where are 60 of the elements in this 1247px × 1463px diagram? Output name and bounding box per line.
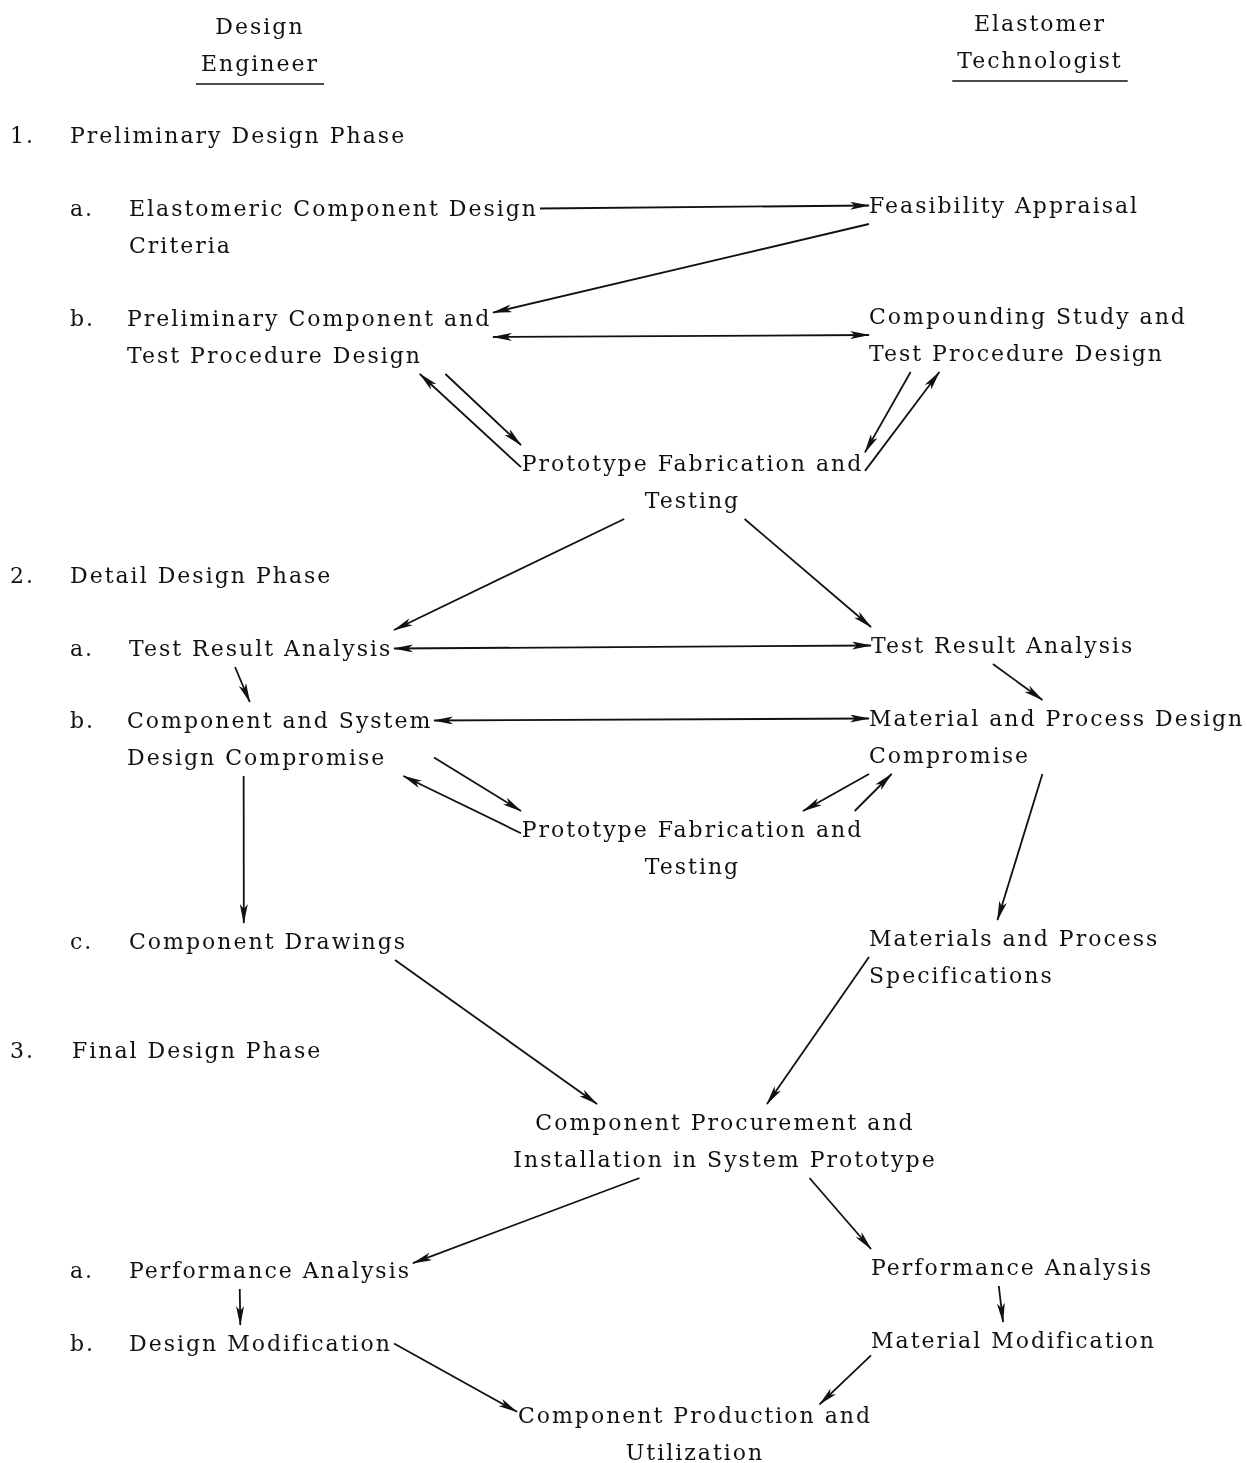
arrow <box>402 775 522 835</box>
arrow <box>393 641 872 653</box>
list-marker: 1. <box>10 122 35 150</box>
list-marker: a. <box>70 1257 95 1285</box>
arrow <box>539 201 870 210</box>
arrow <box>492 331 870 341</box>
column-heading: Design Engineer <box>199 13 321 78</box>
arrow <box>393 1342 518 1413</box>
list-marker: b. <box>70 707 96 735</box>
arrow <box>433 714 870 725</box>
arrow <box>393 518 626 631</box>
list-marker: 2. <box>10 562 35 590</box>
node-text: Material Modification <box>871 1322 1158 1359</box>
node-text: Component Drawings <box>129 923 410 960</box>
node-text: Component Production and Utilization <box>516 1397 874 1463</box>
node-text: Materials and Process Specifications <box>869 920 1162 994</box>
node-text: Prototype Fabrication and Testing <box>520 445 865 519</box>
arrow <box>412 1177 641 1264</box>
list-marker: a. <box>70 635 95 663</box>
arrow <box>743 518 872 628</box>
list-marker: b. <box>70 1330 96 1358</box>
list-marker: a. <box>70 195 95 223</box>
column-heading: Elastomer Technologist <box>956 10 1124 75</box>
arrow <box>996 1285 1005 1323</box>
node-text: Feasibility Appraisal <box>869 187 1142 224</box>
arrow <box>394 959 598 1105</box>
phase-heading: Detail Design Phase <box>70 562 333 590</box>
arrow <box>236 1288 244 1326</box>
arrow <box>864 371 941 472</box>
node-text: Component and System Design Compromise <box>127 702 435 776</box>
arrow <box>433 756 522 812</box>
arrow <box>444 373 522 446</box>
node-text: Design Modification <box>129 1325 395 1362</box>
node-text: Test Result Analysis <box>129 630 395 667</box>
arrow <box>802 773 870 812</box>
phase-heading: Preliminary Design Phase <box>70 122 407 150</box>
node-text: Test Result Analysis <box>871 627 1137 664</box>
phase-heading: Final Design Phase <box>72 1037 323 1065</box>
arrow <box>234 666 251 703</box>
node-text: Material and Process Design Compromise <box>869 700 1247 774</box>
node-text: Compounding Study and Test Procedure Design <box>869 298 1189 372</box>
arrow <box>808 1177 872 1250</box>
arrow <box>818 1354 872 1406</box>
list-marker: c. <box>70 928 94 956</box>
arrow <box>996 773 1044 921</box>
list-marker: 3. <box>10 1037 35 1065</box>
list-marker: b. <box>70 305 96 333</box>
arrow <box>492 223 870 314</box>
arrow <box>766 956 870 1105</box>
node-text: Performance Analysis <box>129 1252 413 1289</box>
node-text: Performance Analysis <box>871 1249 1155 1286</box>
arrow <box>853 773 893 812</box>
node-text: Preliminary Component and Test Procedure Design <box>127 300 494 374</box>
arrow <box>864 371 912 454</box>
node-text: Prototype Fabrication and Testing <box>520 811 865 885</box>
arrow <box>239 775 248 924</box>
node-text: Elastomeric Component Design Criteria <box>129 190 541 264</box>
arrow <box>992 663 1044 701</box>
node-text: Component Procurement and Installation in System Prototype <box>512 1104 938 1178</box>
arrow <box>418 373 522 469</box>
